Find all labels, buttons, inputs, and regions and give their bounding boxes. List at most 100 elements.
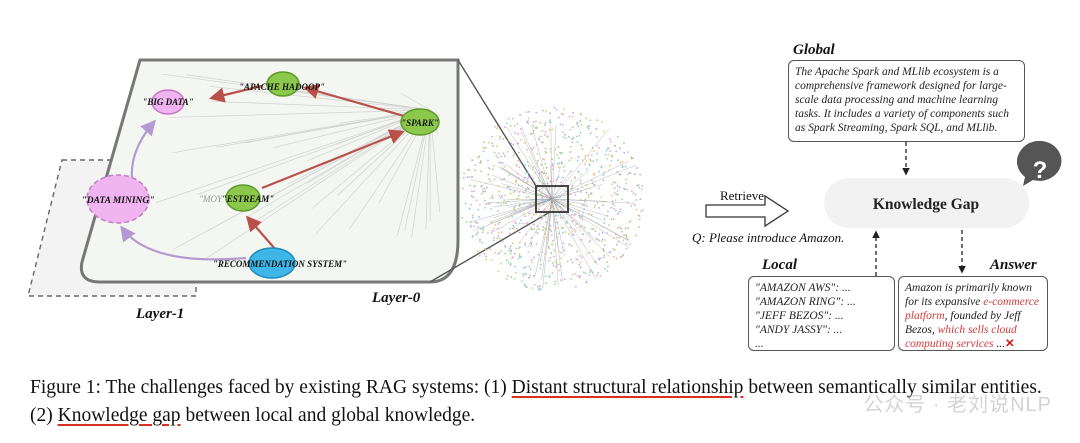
cloud-node bbox=[484, 206, 487, 209]
cloud-node bbox=[532, 129, 535, 132]
cloud-node bbox=[590, 213, 593, 216]
cloud-node bbox=[629, 172, 632, 175]
cloud-node bbox=[523, 202, 526, 205]
label-recommendation: "RECOMMENDATION SYSTEM" bbox=[213, 259, 347, 269]
cloud-node bbox=[519, 114, 521, 116]
cloud-node bbox=[533, 202, 536, 204]
cloud-node bbox=[530, 228, 533, 231]
cloud-node bbox=[585, 280, 588, 283]
cloud-node bbox=[497, 252, 500, 255]
cloud-node bbox=[568, 243, 571, 246]
cloud-edge bbox=[551, 166, 561, 200]
cloud-node bbox=[570, 278, 573, 280]
cloud-node bbox=[466, 176, 469, 179]
cloud-node bbox=[558, 269, 560, 272]
cloud-node bbox=[620, 230, 623, 233]
question-mark-icon: ? bbox=[1033, 157, 1048, 184]
cloud-node bbox=[539, 259, 542, 261]
cloud-node bbox=[556, 178, 559, 180]
cloud-node bbox=[522, 275, 525, 278]
answer-box: Amazon is primarily known for its expans… bbox=[898, 276, 1048, 351]
cloud-node bbox=[508, 173, 511, 176]
cloud-node bbox=[551, 203, 554, 206]
cloud-node bbox=[544, 275, 547, 278]
edge-spark-hadoop bbox=[303, 83, 405, 118]
cloud-node bbox=[606, 261, 608, 264]
cloud-node bbox=[561, 246, 564, 249]
label-spark: "SPARK" bbox=[401, 118, 439, 128]
cloud-node bbox=[548, 186, 551, 189]
cloud-node bbox=[513, 207, 516, 210]
cloud-node bbox=[624, 227, 627, 230]
cloud-node bbox=[552, 239, 554, 242]
cloud-node bbox=[601, 238, 604, 241]
cloud-node bbox=[572, 273, 574, 276]
cloud-node bbox=[491, 195, 494, 197]
cloud-node bbox=[606, 270, 609, 272]
cloud-node bbox=[554, 148, 557, 151]
cloud-node bbox=[614, 199, 617, 202]
cloud-node bbox=[555, 226, 558, 229]
cloud-node bbox=[604, 153, 607, 156]
cloud-node bbox=[626, 188, 629, 191]
cloud-node bbox=[496, 156, 499, 159]
cloud-node bbox=[511, 117, 514, 120]
cloud-node bbox=[554, 186, 557, 189]
cloud-node bbox=[493, 178, 496, 181]
cloud-node bbox=[544, 147, 547, 150]
cloud-node bbox=[564, 133, 567, 136]
answer-highlight: e-commerce platform bbox=[905, 296, 1040, 322]
cloud-node bbox=[579, 182, 582, 185]
cloud-node bbox=[619, 256, 622, 259]
cloud-node bbox=[479, 238, 481, 241]
cloud-node bbox=[580, 173, 582, 176]
cloud-node bbox=[479, 160, 482, 163]
cloud-node bbox=[618, 226, 621, 229]
cloud-node bbox=[562, 216, 564, 219]
cloud-node bbox=[593, 206, 596, 209]
cloud-edge bbox=[531, 198, 553, 200]
cloud-node bbox=[558, 232, 560, 235]
cloud-edge bbox=[551, 170, 590, 200]
cloud-node bbox=[513, 209, 516, 212]
cloud-node bbox=[481, 231, 484, 234]
cloud-node bbox=[609, 250, 612, 253]
cloud-node bbox=[560, 265, 562, 268]
cloud-node bbox=[534, 127, 537, 129]
cloud-node bbox=[616, 190, 619, 192]
cloud-node bbox=[559, 151, 561, 154]
cloud-node bbox=[596, 152, 598, 155]
cloud-node bbox=[541, 171, 544, 173]
zoom-selection-box bbox=[535, 185, 569, 213]
retrieve-label: Retrieve bbox=[720, 188, 764, 203]
cloud-node bbox=[470, 194, 473, 197]
background-edge bbox=[155, 109, 431, 203]
cloud-node bbox=[613, 144, 616, 147]
cloud-node bbox=[498, 251, 501, 254]
cloud-node bbox=[587, 127, 590, 130]
cloud-node bbox=[626, 227, 629, 229]
cloud-node bbox=[625, 178, 628, 181]
cloud-node bbox=[498, 161, 500, 164]
cloud-node bbox=[519, 128, 522, 130]
cloud-node bbox=[496, 210, 499, 212]
cloud-node bbox=[551, 262, 554, 264]
cloud-node bbox=[491, 142, 494, 145]
cloud-node bbox=[517, 133, 519, 135]
cloud-node bbox=[571, 138, 574, 141]
cloud-node bbox=[498, 190, 501, 193]
cloud-node bbox=[526, 181, 529, 183]
cloud-node bbox=[536, 285, 539, 288]
cloud-node bbox=[563, 165, 565, 168]
cloud-node bbox=[513, 277, 516, 280]
cloud-node bbox=[576, 250, 579, 253]
cloud-node bbox=[614, 209, 617, 212]
cloud-node bbox=[570, 170, 572, 173]
cloud-node bbox=[518, 191, 521, 193]
cloud-node bbox=[518, 222, 521, 225]
cloud-edge bbox=[551, 169, 572, 200]
cloud-node bbox=[590, 179, 593, 182]
cloud-node bbox=[473, 190, 476, 193]
cloud-node bbox=[500, 262, 502, 265]
cloud-node bbox=[481, 241, 484, 244]
